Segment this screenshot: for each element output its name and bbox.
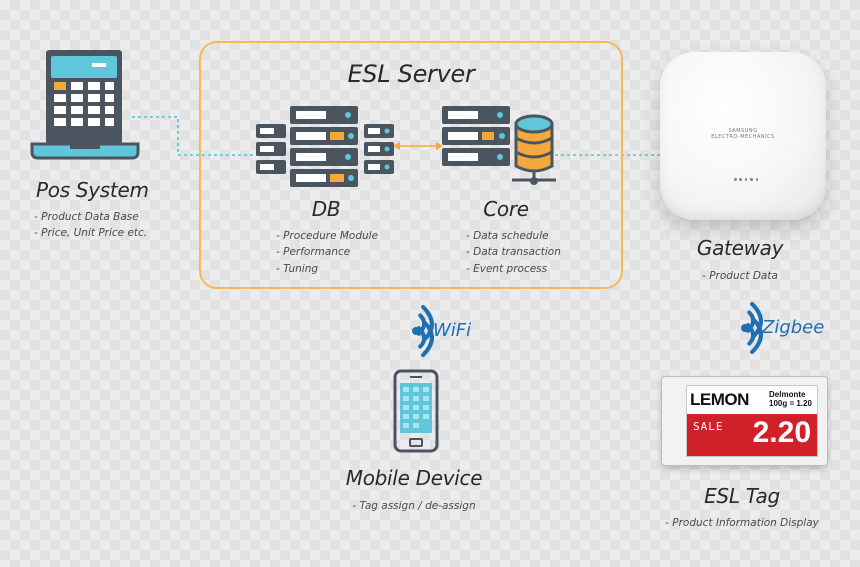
db-item-2: - Performance xyxy=(276,246,351,258)
gateway-brand-text: SAMSUNG xyxy=(728,128,758,134)
gateway-device-image: SAMSUNG ELECTRO-MECHANICS xyxy=(660,52,826,220)
pos-item-1: - Product Data Base xyxy=(34,211,139,223)
esl-unit-price: 100g = 1.20 xyxy=(769,399,812,408)
wifi-signal-icon xyxy=(412,304,434,358)
core-server-icon xyxy=(442,106,556,185)
wifi-label: WiFi xyxy=(433,320,472,341)
pos-system-title: Pos System xyxy=(36,178,149,202)
mobile-device-title: Mobile Device xyxy=(345,466,483,490)
db-server-icon xyxy=(256,106,394,187)
esl-tag-screen: LEMON Delmonte 100g = 1.20 SALE 2.20 xyxy=(686,385,818,457)
esl-brand: Delmonte xyxy=(769,390,806,399)
pos-item-2: - Price, Unit Price etc. xyxy=(34,227,148,239)
gateway-subbrand-text: ELECTRO-MECHANICS xyxy=(711,134,775,140)
esl-price-band: SALE 2.20 xyxy=(687,414,817,456)
db-title: DB xyxy=(311,197,341,221)
core-item-2: - Data transaction xyxy=(466,246,561,258)
esl-tag-title: ESL Tag xyxy=(704,484,780,508)
core-title: Core xyxy=(483,197,529,221)
esl-price: 2.20 xyxy=(752,416,811,449)
core-item-3: - Event process xyxy=(466,263,548,275)
db-item-3: - Tuning xyxy=(276,263,319,275)
gateway-item-1: - Product Data xyxy=(702,270,778,282)
db-item-1: - Procedure Module xyxy=(276,230,379,242)
esl-sale-label: SALE xyxy=(693,420,724,433)
pos-terminal-icon xyxy=(30,50,140,160)
zigbee-signal-icon xyxy=(741,301,763,355)
gateway-led-row xyxy=(734,178,758,182)
arrow-head-left xyxy=(393,142,400,150)
core-item-1: - Data schedule xyxy=(466,230,549,242)
esl-product-name: LEMON xyxy=(690,390,749,409)
mobile-phone-icon xyxy=(393,369,439,453)
pos-to-server-connector xyxy=(132,116,265,156)
zigbee-label: Zigbee xyxy=(762,317,825,338)
esl-tag-device: LEMON Delmonte 100g = 1.20 SALE 2.20 xyxy=(661,376,828,466)
mobile-item-1: - Tag assign / de-assign xyxy=(352,500,476,512)
esl-server-frame xyxy=(199,41,623,289)
arrow-head-right xyxy=(436,142,443,150)
gateway-title: Gateway xyxy=(696,236,784,260)
esl-tag-item-1: - Product Information Display xyxy=(665,517,819,529)
esl-server-title: ESL Server xyxy=(347,60,475,88)
